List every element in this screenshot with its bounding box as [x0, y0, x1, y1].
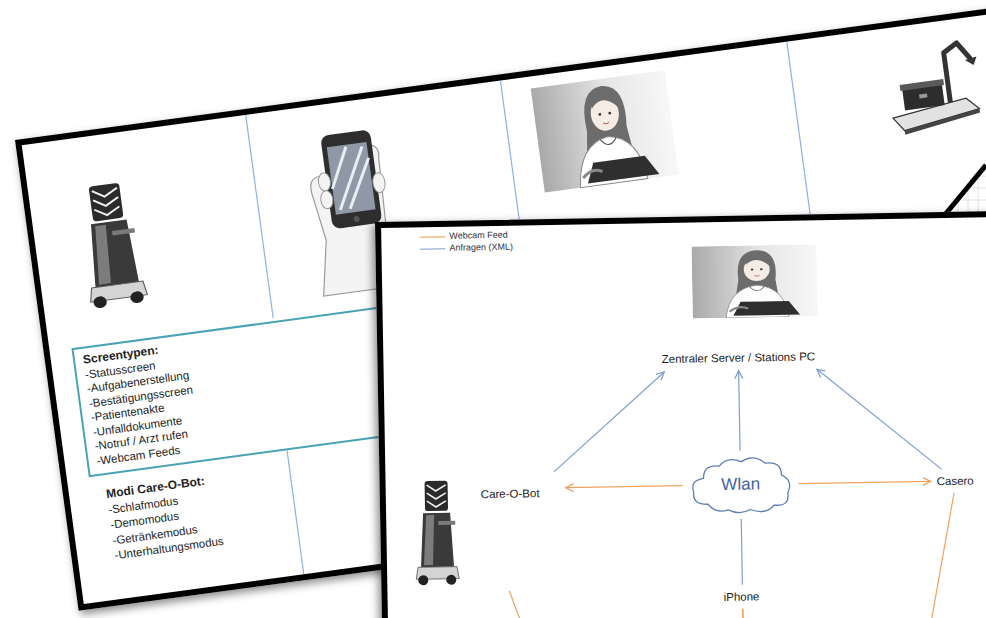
- legend-line: [419, 236, 445, 238]
- connector: [741, 493, 957, 618]
- connector: [739, 371, 740, 451]
- operator-illustration: [691, 244, 817, 318]
- legend-text: Webcam Feed: [449, 230, 508, 242]
- legend-line-sample: [419, 233, 445, 239]
- legend-line-sample: [419, 245, 445, 251]
- robot-node: Casero: [933, 472, 978, 491]
- screen-type-box: Screentypen:-Statusscreen-Aufgabenerstel…: [71, 304, 417, 477]
- legend-entry: Anfragen (XML): [419, 242, 513, 255]
- node-title: Care-O-Bot: [481, 487, 559, 500]
- operator-illustration: [531, 70, 679, 192]
- robot-illustration: [75, 181, 148, 309]
- node-title: iPhone: [723, 589, 761, 604]
- node-title: Wlan: [721, 474, 760, 495]
- server-node: Zentraler Server / Stations PC: [626, 242, 848, 370]
- connector: [509, 587, 744, 618]
- connector: [799, 481, 931, 483]
- connector: [552, 372, 666, 472]
- connector: [817, 367, 942, 471]
- legend-line: [419, 248, 445, 250]
- robot-illustration: [413, 479, 460, 587]
- node-title: Casero: [936, 474, 975, 489]
- legend-entry: Webcam Feed: [419, 230, 508, 243]
- casero-illustration: [884, 41, 985, 136]
- cloud-node: Wlan: [685, 453, 796, 517]
- connector: [566, 486, 683, 488]
- device-node: iPhone: [720, 587, 764, 606]
- connector-layer: [381, 216, 986, 618]
- legend-text: Anfragen (XML): [449, 242, 513, 254]
- front-slide: Zentraler Server / Stations PC Care-O-Bot…: [375, 210, 986, 618]
- node-title: Screentypen:: [82, 311, 391, 367]
- node-title: Zentraler Server / Stations PC: [662, 350, 816, 365]
- robot-node: Care-O-Bot: [410, 475, 564, 590]
- cloud-outline-path: [692, 457, 790, 513]
- connector: [741, 519, 742, 585]
